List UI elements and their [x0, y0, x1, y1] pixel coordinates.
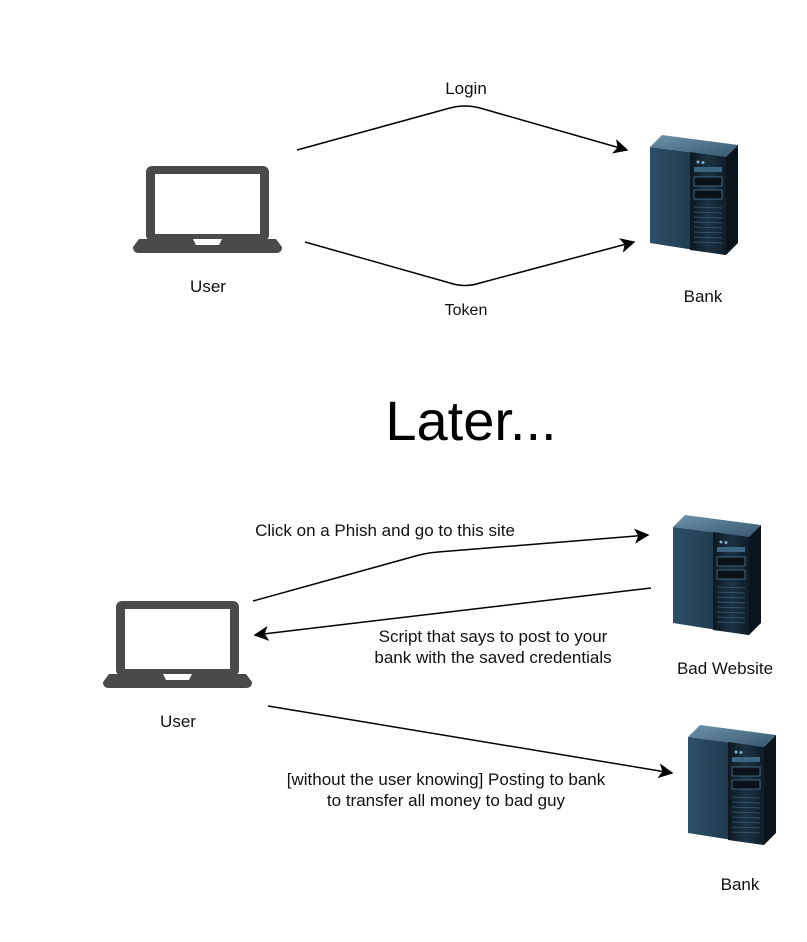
server-tower-icon	[672, 514, 762, 636]
bank-label: Bank	[683, 287, 723, 306]
login-arrow	[296, 105, 629, 154]
laptop-icon	[103, 601, 252, 688]
token-label: Token	[444, 302, 488, 319]
user-label: User	[160, 712, 196, 731]
script-arrow	[253, 587, 652, 641]
server-tower-icon	[649, 134, 739, 256]
phish-arrow	[252, 528, 650, 602]
bank-label: Bank	[720, 875, 760, 894]
server-tower-icon	[687, 724, 777, 846]
user-label: User	[190, 277, 226, 296]
script-label: Script that says to post to your bank wi…	[374, 627, 612, 667]
phish-label: Click on a Phish and go to this site	[255, 521, 515, 540]
later-heading: Later...	[385, 389, 557, 452]
posting-label: [without the user knowing] Posting to ba…	[286, 770, 606, 810]
token-arrow	[304, 238, 636, 287]
bad-website-label: Bad Website	[676, 659, 774, 678]
posting-arrow	[267, 705, 674, 779]
laptop-icon	[133, 166, 282, 253]
login-label: Login	[445, 79, 487, 98]
